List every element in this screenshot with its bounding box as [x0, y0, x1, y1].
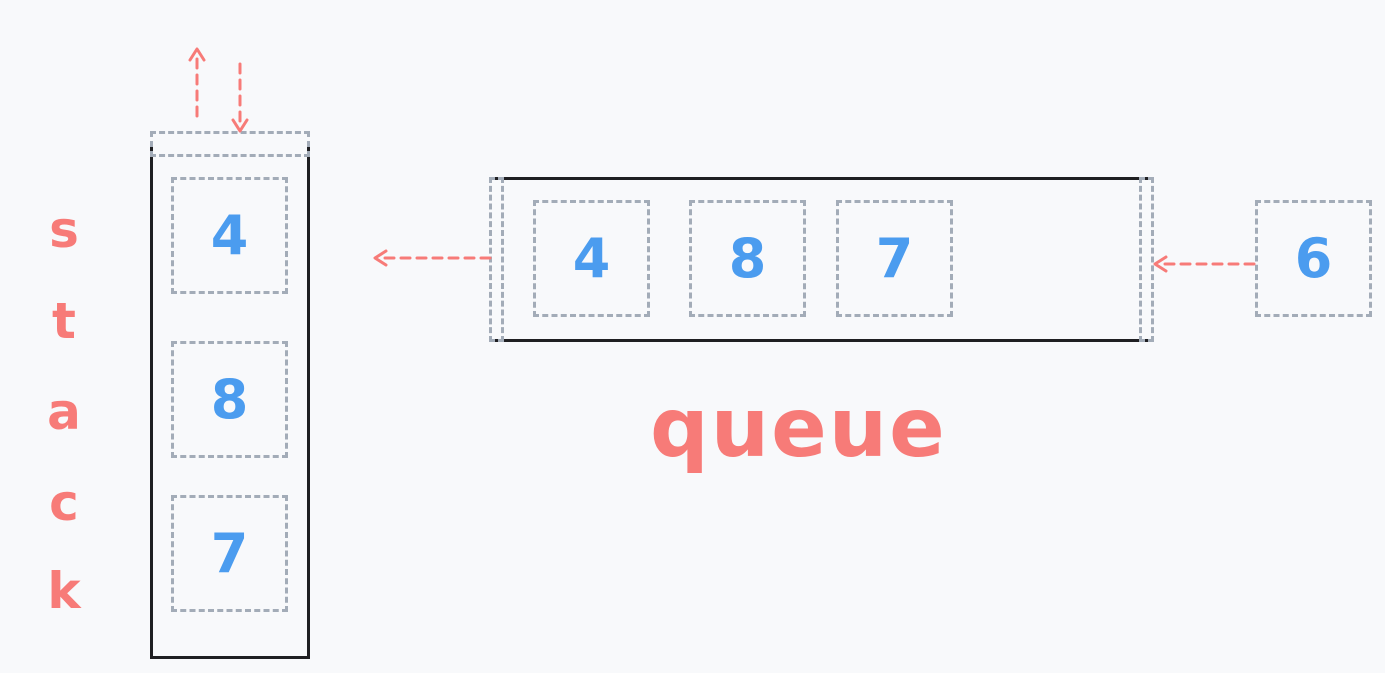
stack-push-arrow	[231, 62, 249, 133]
queue-rear-slot	[1139, 177, 1154, 342]
stack-top-slot	[150, 131, 310, 157]
stack-label-letter: t	[52, 292, 76, 350]
stack-label-letter: c	[49, 474, 79, 532]
queue-item: 7	[836, 200, 953, 317]
queue-container	[492, 177, 1151, 342]
stack-label-letter: a	[47, 383, 81, 441]
stack-item: 8	[171, 341, 288, 458]
stack-label-letter: s	[49, 201, 79, 259]
queue-item: 4	[533, 200, 650, 317]
enqueue-arrow	[1153, 255, 1256, 273]
queue-item: 8	[689, 200, 806, 317]
queue-incoming-item: 6	[1255, 200, 1372, 317]
stack-pop-arrow	[188, 47, 206, 118]
stack-item: 7	[171, 495, 288, 612]
stack-container	[150, 141, 310, 659]
dequeue-arrow	[373, 249, 492, 267]
queue-label: queue	[650, 381, 947, 476]
queue-front-slot	[489, 177, 504, 342]
stack-item: 4	[171, 177, 288, 294]
stack-label-letter: k	[47, 562, 81, 620]
